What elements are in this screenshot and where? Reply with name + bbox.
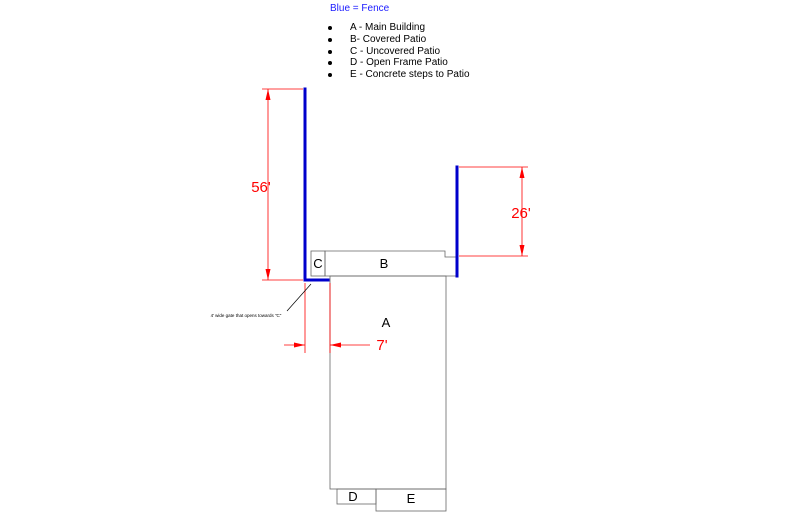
dim-7-label: 7'	[376, 337, 387, 354]
dim-26-label: 26'	[511, 205, 531, 222]
dim-56-label: 56'	[251, 179, 271, 196]
main-building-outline	[329, 275, 447, 490]
label-b: B	[380, 256, 389, 271]
covered-patio-outline	[324, 250, 458, 277]
legend-item-c: C - Uncovered Patio	[328, 46, 470, 58]
legend-list: A - Main Building B- Covered Patio C - U…	[328, 22, 470, 81]
dim-56-arrow-bottom	[265, 269, 271, 280]
legend-item-a: A - Main Building	[328, 22, 470, 34]
dim-7-arrow-left	[294, 342, 305, 348]
label-e: E	[407, 491, 416, 506]
dim-26-arrow-bottom	[519, 245, 525, 256]
label-c: C	[313, 256, 322, 271]
gate-note-leader	[286, 283, 312, 312]
concrete-steps-outline	[375, 488, 447, 512]
dim-56-arrow-top	[265, 89, 271, 100]
uncovered-patio-outline	[310, 250, 326, 277]
dim-26-arrow-top	[519, 167, 525, 178]
label-a: A	[382, 315, 391, 330]
legend-item-e: E - Concrete steps to Patio	[328, 69, 470, 81]
label-d: D	[348, 489, 357, 504]
gate-note: 4' wide gate that opens towards "C"	[211, 313, 282, 318]
dim-7-arrow-right	[330, 342, 341, 348]
legend-item-d: D - Open Frame Patio	[328, 57, 470, 69]
legend-title: Blue = Fence	[330, 3, 390, 14]
legend-item-b: B- Covered Patio	[328, 34, 470, 46]
